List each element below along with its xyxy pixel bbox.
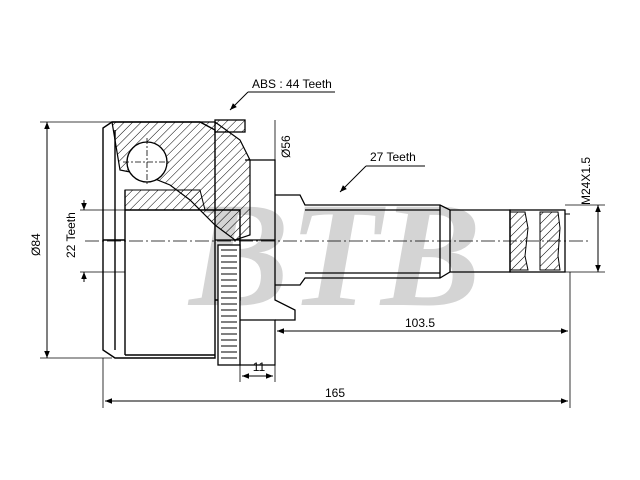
abs-teeth-callout: ABS : 44 Teeth [229,77,335,111]
inner-teeth-label: 22 Teeth [64,212,78,258]
spline-teeth-label: 27 Teeth [370,150,416,164]
overall-length-label: 165 [325,386,345,400]
seal-diameter-dim: Ø56 [274,120,293,160]
abs-width-dim: 11 [239,360,276,382]
inner-race-hatch [124,189,206,211]
abs-width-label: 11 [253,360,266,374]
thread-label: M24X1.5 [579,157,593,205]
outer-diameter-label: Ø84 [29,233,43,256]
housing-section-hatch [111,121,251,241]
ball [123,138,171,186]
abs-teeth-label: ABS : 44 Teeth [252,77,332,91]
shaft-length-dim: 103.5 [274,272,571,338]
thread-end [509,209,570,273]
spline-teeth-callout: 27 Teeth [339,150,425,193]
thread-dim: M24X1.5 [565,157,605,273]
shaft-length-label: 103.5 [405,316,435,330]
inner-teeth-dim: 22 Teeth [64,200,125,282]
overall-length-dim: 165 [102,338,571,408]
abs-ring [217,244,276,366]
outer-diameter-dim: Ø84 [29,121,112,359]
seal-diameter-label: Ø56 [279,135,293,158]
